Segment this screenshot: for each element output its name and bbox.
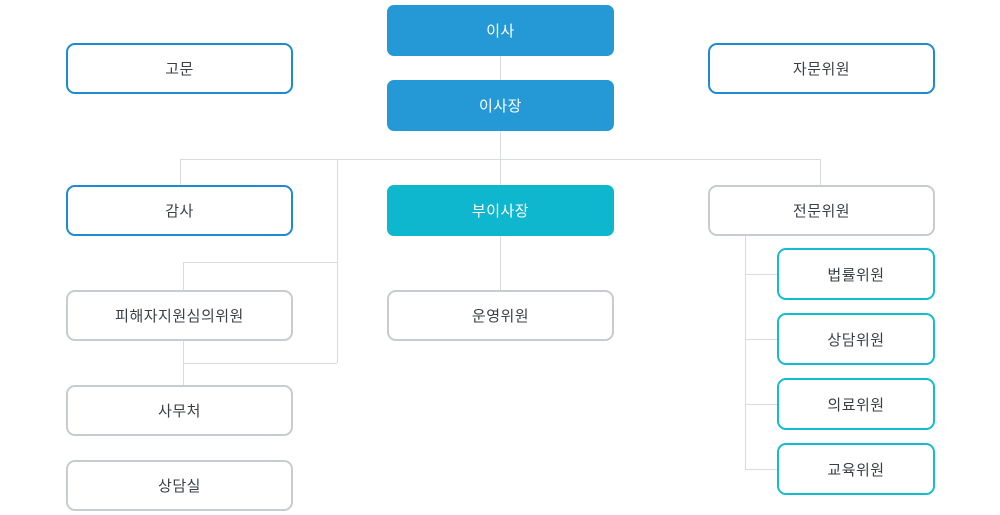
connector-left-trunk xyxy=(337,159,338,363)
node-advisory-committee: 자문위원 xyxy=(708,43,935,94)
node-vice-chairman-label: 부이사장 xyxy=(471,203,530,220)
node-director: 이사 xyxy=(387,5,614,56)
connector-to-victim-support xyxy=(183,262,184,290)
node-auditor-label: 감사 xyxy=(165,203,194,220)
node-counseling-office-label: 상담실 xyxy=(158,478,201,495)
node-vice-chairman: 부이사장 xyxy=(387,185,614,236)
node-steering-committee-label: 운영위원 xyxy=(471,308,530,325)
connector-branch-victim-support xyxy=(183,262,337,263)
connector-chairman-trunk xyxy=(500,131,501,159)
node-counseling-committee: 상담위원 xyxy=(777,313,935,365)
connector-to-auditor xyxy=(180,159,181,185)
node-expert-committee: 전문위원 xyxy=(708,185,935,236)
node-advisor: 고문 xyxy=(66,43,293,94)
connector-stub-counseling xyxy=(745,339,777,340)
node-counseling-committee-label: 상담위원 xyxy=(827,331,885,349)
connector-stub-medical xyxy=(745,404,777,405)
node-legal-committee: 법률위원 xyxy=(777,248,935,300)
connector-stub-education xyxy=(745,469,777,470)
connector-to-expert-committee xyxy=(820,159,821,185)
node-counseling-office: 상담실 xyxy=(66,460,293,511)
node-secretariat-label: 사무처 xyxy=(158,403,201,420)
connector-director-chairman xyxy=(500,56,501,80)
node-education-committee-label: 교육위원 xyxy=(827,461,885,479)
connector-vice-chairman-steering xyxy=(500,236,501,290)
node-chairman-label: 이사장 xyxy=(479,98,522,115)
node-education-committee: 교육위원 xyxy=(777,443,935,495)
connector-stub-legal xyxy=(745,274,777,275)
node-medical-committee-label: 의료위원 xyxy=(827,396,885,414)
node-legal-committee-label: 법률위원 xyxy=(827,266,885,284)
connector-expert-trunk xyxy=(745,236,746,469)
node-secretariat: 사무처 xyxy=(66,385,293,436)
connector-to-vice-chairman xyxy=(500,159,501,185)
node-medical-committee: 의료위원 xyxy=(777,378,935,430)
node-director-label: 이사 xyxy=(486,23,515,40)
node-expert-committee-label: 전문위원 xyxy=(792,203,851,220)
node-victim-support-label: 피해자지원심의위원 xyxy=(115,308,244,325)
connector-branch-secretariat xyxy=(183,363,337,364)
node-advisor-label: 고문 xyxy=(165,61,194,78)
node-auditor: 감사 xyxy=(66,185,293,236)
node-steering-committee: 운영위원 xyxy=(387,290,614,341)
node-victim-support: 피해자지원심의위원 xyxy=(66,290,293,341)
node-advisory-committee-label: 자문위원 xyxy=(792,61,851,78)
node-chairman: 이사장 xyxy=(387,80,614,131)
